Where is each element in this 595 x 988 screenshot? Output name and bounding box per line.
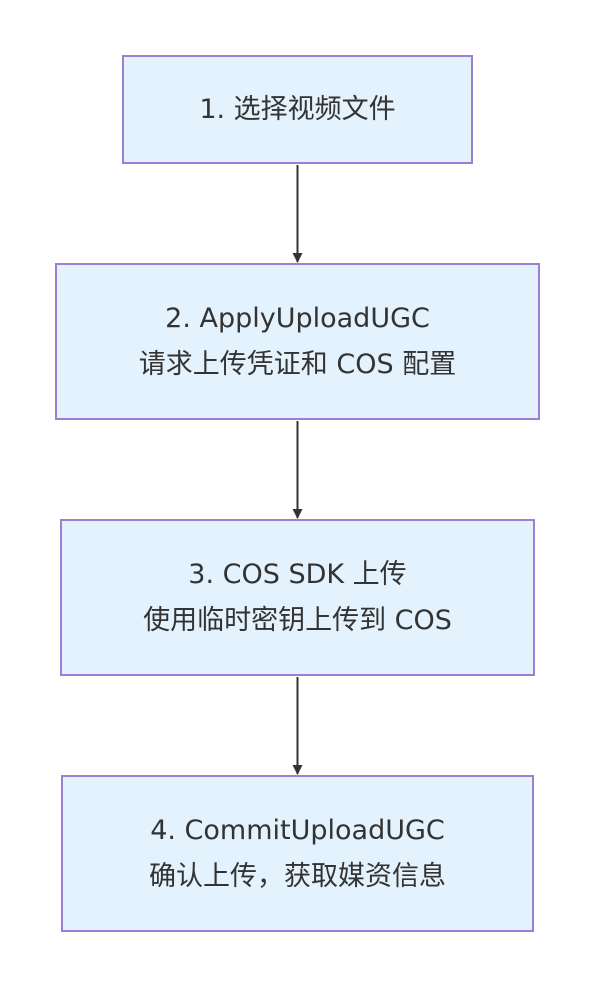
flow-node-step-2: 2. ApplyUploadUGC 请求上传凭证和 COS 配置 <box>55 263 540 420</box>
flow-node-step-4: 4. CommitUploadUGC 确认上传，获取媒资信息 <box>61 775 534 932</box>
step-2-title: 2. ApplyUploadUGC <box>165 302 430 334</box>
flow-node-step-1: 1. 选择视频文件 <box>122 55 473 164</box>
step-3-title: 3. COS SDK 上传 <box>188 558 407 590</box>
step-3-description: 使用临时密钥上传到 COS <box>143 604 452 636</box>
step-4-title: 4. CommitUploadUGC <box>150 814 445 846</box>
step-1-title: 1. 选择视频文件 <box>199 93 396 125</box>
step-4-description: 确认上传，获取媒资信息 <box>149 860 446 892</box>
step-2-description: 请求上传凭证和 COS 配置 <box>138 348 457 380</box>
flow-node-step-3: 3. COS SDK 上传 使用临时密钥上传到 COS <box>60 519 535 676</box>
